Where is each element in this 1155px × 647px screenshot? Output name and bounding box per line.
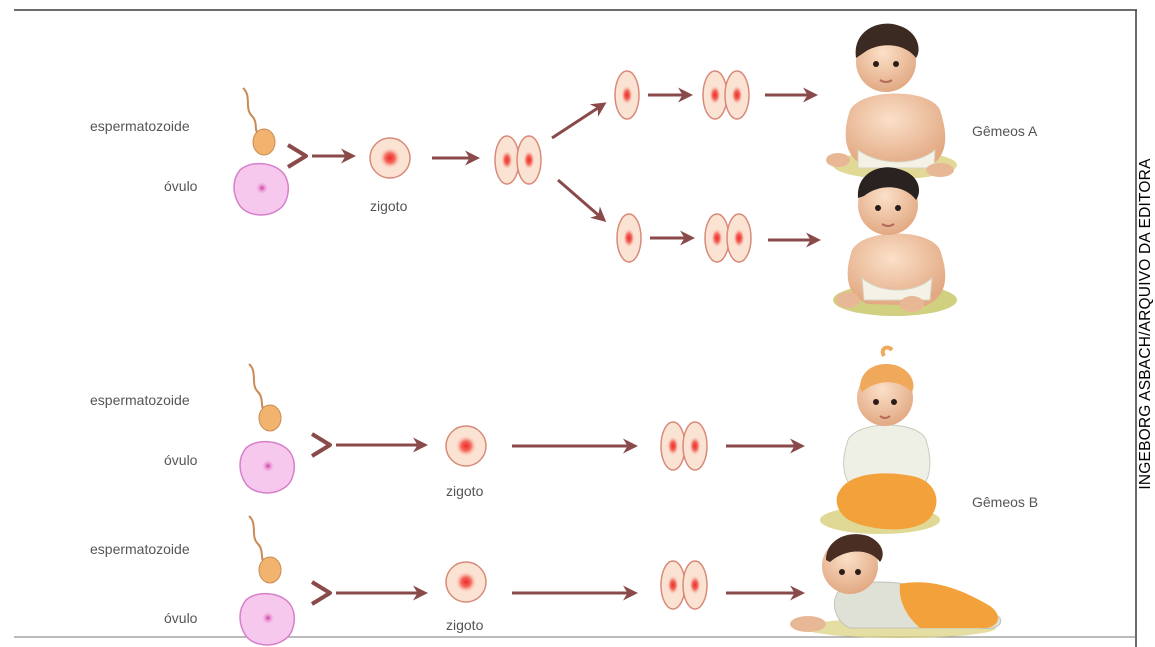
label-sperm-b2: espermatozoide bbox=[90, 541, 190, 557]
merge-arrow-icon bbox=[312, 434, 330, 456]
zygote-cell-icon bbox=[446, 562, 486, 602]
zygote-cell-icon bbox=[370, 138, 410, 178]
baby-icon bbox=[790, 534, 1001, 638]
label-sperm-a: espermatozoide bbox=[90, 118, 190, 134]
label-egg-b1: óvulo bbox=[164, 452, 198, 468]
baby-icon bbox=[826, 24, 957, 179]
label-egg-b2: óvulo bbox=[164, 610, 198, 626]
baby-icon bbox=[820, 348, 940, 534]
egg-icon bbox=[240, 442, 294, 493]
sperm-icon bbox=[249, 516, 281, 583]
label-sperm-b1: espermatozoide bbox=[90, 392, 190, 408]
arrow-icon bbox=[552, 104, 604, 138]
single-cell-icon bbox=[617, 214, 641, 262]
single-cell-icon bbox=[615, 71, 639, 119]
label-twins-a: Gêmeos A bbox=[972, 123, 1038, 139]
image-credit: INGEBORG ASBACH/ARQUIVO DA EDITORA bbox=[1137, 0, 1155, 647]
two-cell-embryo-icon bbox=[661, 561, 707, 609]
label-zygote-b2: zigoto bbox=[446, 617, 484, 633]
arrow-icon bbox=[558, 180, 604, 220]
zygote-cell-icon bbox=[446, 426, 486, 466]
label-zygote-b1: zigoto bbox=[446, 483, 484, 499]
two-cell-embryo-icon bbox=[705, 214, 751, 262]
sperm-icon bbox=[243, 88, 275, 155]
merge-arrow-icon bbox=[288, 145, 306, 167]
sperm-icon bbox=[249, 364, 281, 431]
label-twins-b: Gêmeos B bbox=[972, 494, 1038, 510]
label-zygote-a: zigoto bbox=[370, 198, 408, 214]
two-cell-embryo-icon bbox=[703, 71, 749, 119]
egg-icon bbox=[234, 164, 288, 215]
label-egg-a: óvulo bbox=[164, 178, 198, 194]
image-credit-text: INGEBORG ASBACH/ARQUIVO DA EDITORA bbox=[1137, 158, 1155, 489]
baby-icon bbox=[833, 167, 957, 316]
two-cell-embryo-icon bbox=[661, 422, 707, 470]
egg-icon bbox=[240, 594, 294, 645]
two-cell-embryo-icon bbox=[495, 136, 541, 184]
merge-arrow-icon bbox=[312, 582, 330, 604]
